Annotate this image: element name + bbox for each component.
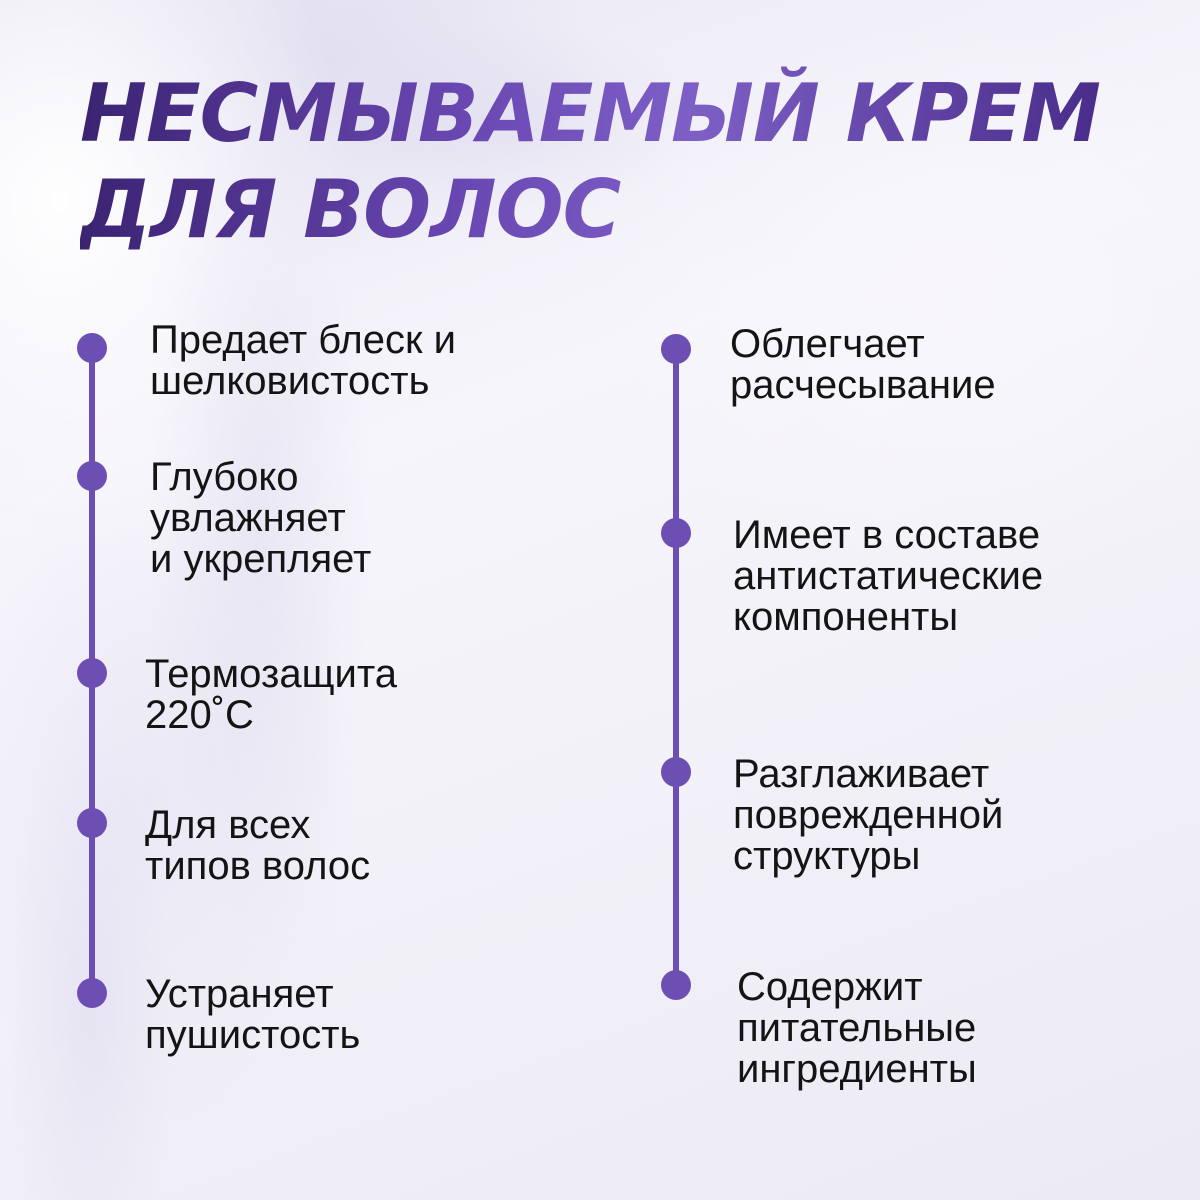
left-bullet-5 bbox=[77, 978, 107, 1008]
left-feature-2: Глубоко увлажняет и укрепляет bbox=[150, 455, 372, 581]
left-bullet-3 bbox=[77, 658, 107, 688]
right-bullet-3 bbox=[661, 757, 691, 787]
left-bullet-4 bbox=[77, 808, 107, 838]
right-timeline-line bbox=[673, 349, 679, 985]
title-line-2: ДЛЯ ВОЛОС bbox=[80, 163, 621, 256]
left-feature-5: Устраняет пушистость bbox=[145, 972, 361, 1057]
right-feature-4: Содержит питательные ингредиенты bbox=[737, 965, 977, 1091]
title-line-1: НЕСМЫВАЕМЫЙ КРЕМ bbox=[80, 67, 1100, 160]
right-bullet-1 bbox=[661, 334, 691, 364]
right-feature-2: Имеет в составе антистатические компонен… bbox=[733, 513, 1044, 639]
right-feature-3: Разглаживает поврежденной структуры bbox=[733, 752, 1004, 878]
left-feature-1: Предает блеск и шелковистость bbox=[150, 318, 456, 403]
right-bullet-4 bbox=[661, 970, 691, 1000]
right-bullet-2 bbox=[661, 518, 691, 548]
left-bullet-2 bbox=[77, 461, 107, 491]
left-bullet-1 bbox=[77, 333, 107, 363]
left-feature-4: Для всех типов волос bbox=[145, 803, 371, 888]
right-feature-1: Облегчает расчесывание bbox=[730, 322, 996, 407]
page-title: НЕСМЫВАЕМЫЙ КРЕМ ДЛЯ ВОЛОС bbox=[80, 66, 1100, 258]
left-feature-3: Термозащита 220˚С bbox=[145, 652, 397, 737]
